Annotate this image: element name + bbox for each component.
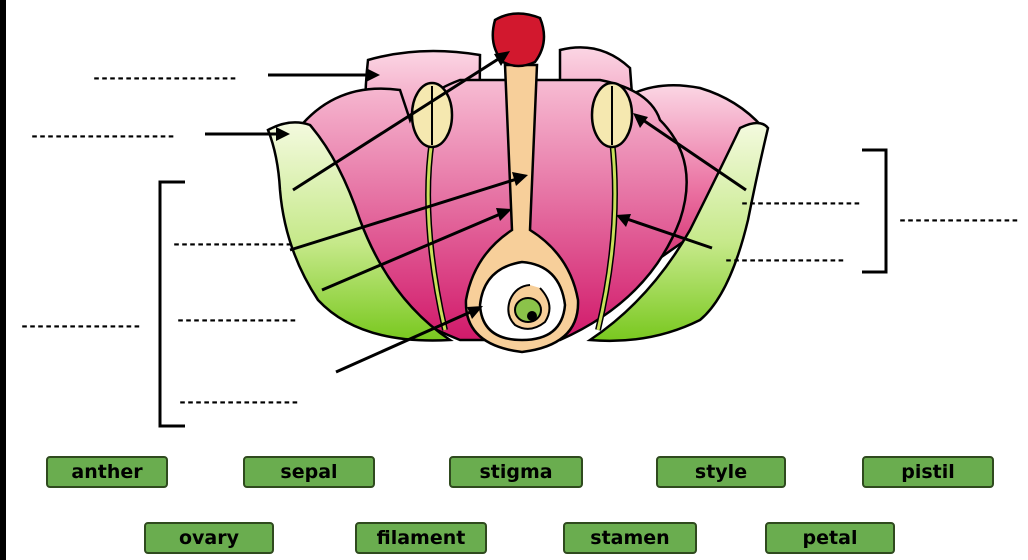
word-tile-ovary[interactable]: ovary [144, 522, 274, 554]
word-tile-pistil[interactable]: pistil [862, 456, 994, 488]
blank-label-8[interactable]: --------------- [898, 212, 1018, 228]
blank-label-3[interactable]: --------------- [172, 236, 292, 252]
word-tile-stigma[interactable]: stigma [449, 456, 583, 488]
word-tile-filament[interactable]: filament [355, 522, 487, 554]
blank-label-5[interactable]: --------------- [176, 312, 296, 328]
blank-label-7[interactable]: --------------- [740, 195, 860, 211]
blank-label-4[interactable]: --------------- [20, 318, 140, 334]
blank-label-6[interactable]: --------------- [178, 394, 298, 410]
blank-label-9[interactable]: --------------- [724, 252, 844, 268]
word-tile-style[interactable]: style [656, 456, 786, 488]
bracket-right [862, 150, 886, 272]
word-tile-sepal[interactable]: sepal [243, 456, 375, 488]
word-tile-petal[interactable]: petal [765, 522, 895, 554]
ovule-core [527, 311, 537, 321]
bracket-left [160, 182, 185, 426]
blank-label-2[interactable]: ------------------ [30, 128, 175, 144]
blank-label-1[interactable]: ------------------ [92, 70, 237, 86]
word-tile-stamen[interactable]: stamen [563, 522, 697, 554]
word-tile-anther[interactable]: anther [46, 456, 168, 488]
